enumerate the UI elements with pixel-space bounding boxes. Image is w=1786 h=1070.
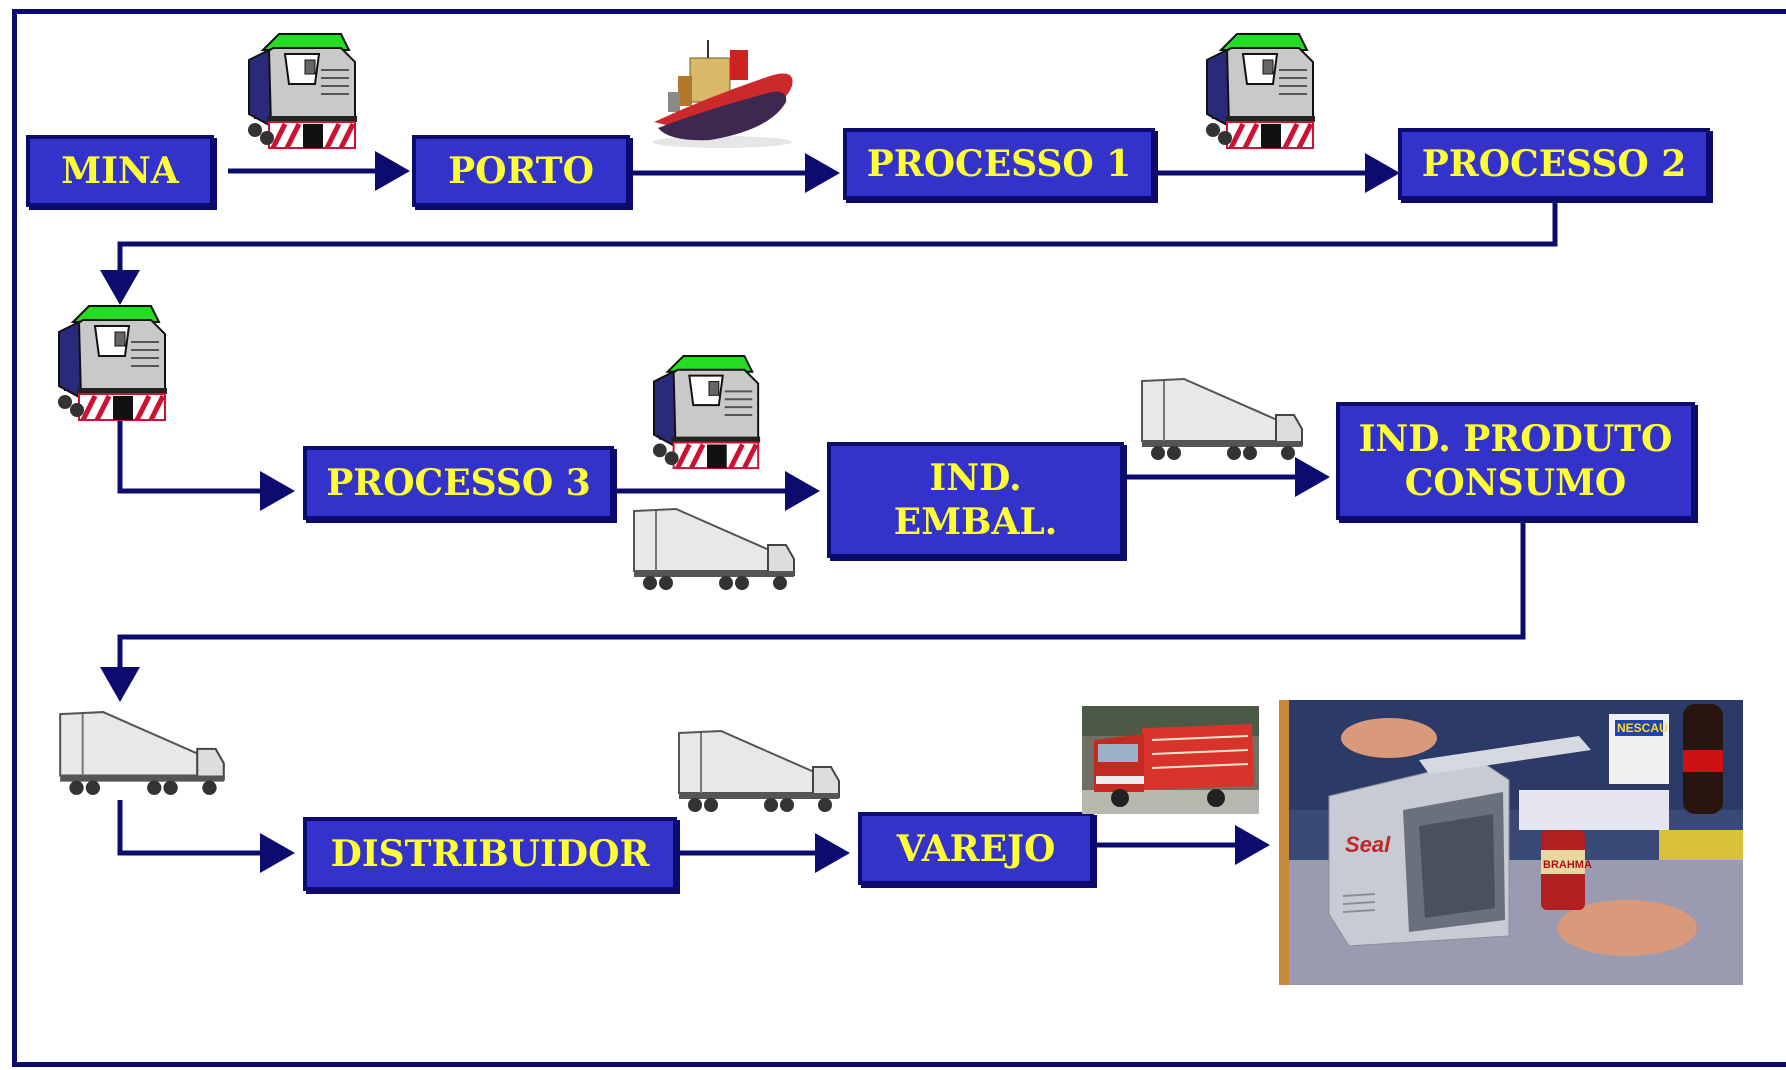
node-processo-2: PROCESSO 2	[1398, 128, 1710, 200]
arrow-indproduto-truck	[100, 510, 1526, 702]
can-label: BRAHMA	[1543, 859, 1592, 871]
arrow-truck-distribuidor	[117, 800, 295, 873]
locomotive-icon	[248, 33, 357, 150]
container-ship-icon	[652, 40, 793, 148]
node-varejo: VAREJO	[858, 812, 1094, 885]
semi-truck-icon	[633, 507, 795, 590]
node-distribuidor: DISTRIBUIDOR	[303, 817, 677, 891]
locomotive-icon	[58, 305, 167, 422]
semi-truck-icon	[678, 729, 840, 812]
node-processo-3: PROCESSO 3	[303, 446, 614, 520]
scanner-brand-label: Seal	[1345, 832, 1391, 857]
cereal-box-label: NESCAU	[1617, 721, 1668, 735]
locomotive-icon	[1206, 33, 1315, 150]
arrow-train-processo3	[117, 420, 295, 511]
node-porto: PORTO	[412, 135, 630, 207]
node-ind-produto-consumo: IND. PRODUTO CONSUMO	[1336, 402, 1695, 520]
checkout-scanner-photo: Seal NESCAU BRAHMA	[1279, 700, 1743, 985]
delivery-truck-photo	[1082, 706, 1259, 814]
node-ind-embal: IND. EMBAL.	[827, 442, 1124, 558]
node-processo-1: PROCESSO 1	[843, 128, 1155, 200]
slide-frame	[12, 9, 1786, 1067]
semi-truck-icon	[59, 711, 225, 795]
node-mina: MINA	[26, 135, 214, 207]
locomotive-icon	[652, 355, 761, 470]
semi-truck-icon	[1141, 377, 1303, 460]
arrow-processo2-train	[100, 200, 1558, 305]
